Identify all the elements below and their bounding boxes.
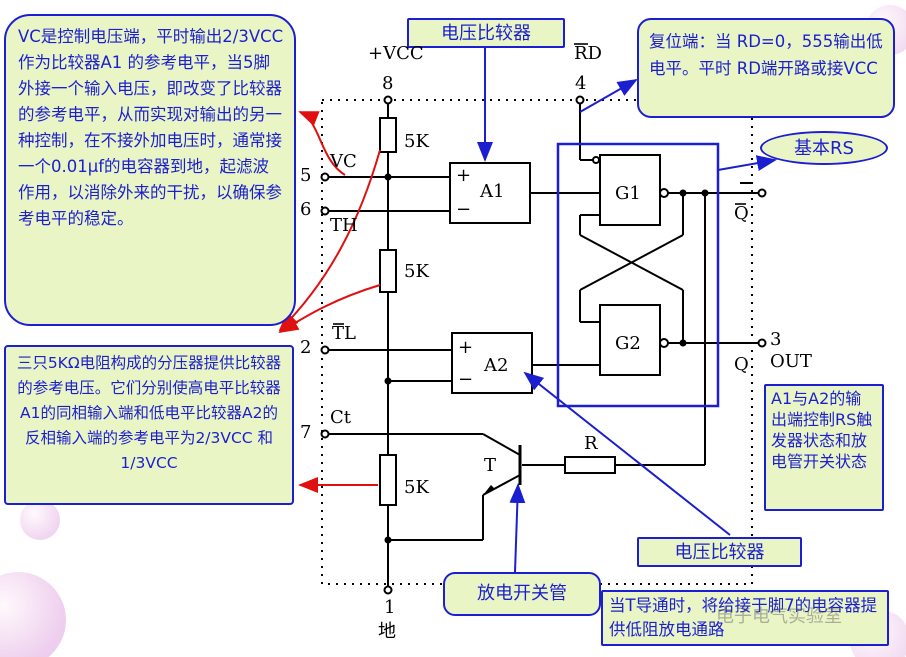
divider-note: 三只5KΩ电阻构成的分压器提供比较器的参考电压。它们分别使高电平比较器A1的同相… [4, 345, 294, 505]
label-vc: VC [330, 151, 357, 172]
label-vcc: +VCC [368, 43, 424, 64]
label-r2: 5K [404, 261, 429, 282]
circuit-wires [325, 100, 762, 590]
divider-note-text: 三只5KΩ电阻构成的分压器提供比较器的参考电压。它们分别使高电平比较器A1的同相… [16, 354, 282, 472]
discharge-note-text: 当T导通时，将给接于脚7的电容器提供低阻放电通路 [609, 596, 878, 639]
gate-g2-bubble [659, 338, 669, 348]
label-minus-a2: − [458, 369, 474, 390]
label-r: R [584, 433, 598, 454]
label-q: Q [734, 354, 749, 375]
label-ct: Ct [330, 407, 352, 428]
discharge-label-text: 放电开关管 [477, 583, 567, 604]
label-a1: A1 [480, 181, 505, 202]
label-pin1: 1 [384, 597, 396, 618]
basic-rs-label-text: 基本RS [794, 138, 854, 159]
label-gnd: 地 [378, 621, 396, 642]
gate-g1-bubble [659, 188, 669, 198]
vc-control-note-text: VC是控制电压端，平时输出2/3VCC作为比较器A1 的参考电平，当5脚外接一个… [18, 27, 284, 228]
resistor-r2 [379, 249, 397, 293]
resistor-r1 [379, 117, 397, 153]
watermark: 电子电气实验室 [716, 606, 842, 627]
label-pin4: 4 [575, 73, 587, 94]
label-plus-a2: + [458, 337, 474, 358]
red-arrow-divider-2 [278, 284, 381, 334]
basic-rs-label: 基本RS [760, 131, 888, 165]
label-r1: 5K [404, 131, 429, 152]
rd-bubble [592, 156, 600, 164]
label-t: T [484, 455, 497, 476]
label-g2: G2 [615, 333, 641, 354]
label-g1: G1 [615, 183, 641, 204]
pointer-reset [579, 79, 638, 113]
bottom-comparator-label: 电压比较器 [637, 537, 802, 567]
label-pin5: 5 [300, 165, 312, 186]
label-minus-a1: − [456, 199, 472, 220]
label-r3: 5K [404, 477, 429, 498]
resistors [379, 117, 616, 506]
comparator-a1-box [449, 162, 531, 224]
label-pin2: 2 [300, 337, 312, 358]
junction-dots [384, 173, 709, 544]
label-tl: TL [332, 323, 356, 344]
outputs-note-text: A1与A2的输出端控制RS触发器状态和放电管开关状态 [771, 389, 873, 471]
label-plus-a1: + [456, 165, 472, 186]
top-comparator-label: 电压比较器 [407, 18, 565, 48]
red-arrow-vc [298, 111, 346, 176]
label-pin7: 7 [300, 422, 312, 443]
reset-note: 复位端：当 RD=0，555输出低电平。平时 RD端开路或接VCC [637, 18, 895, 118]
pointer-bottom-comparator [523, 371, 731, 536]
label-rd: RD [574, 43, 602, 64]
resistor-r3 [379, 454, 397, 506]
label-qbar: Q [734, 203, 749, 224]
label-a2: A2 [484, 355, 509, 376]
label-pin8: 8 [382, 73, 394, 94]
bottom-comparator-label-text: 电压比较器 [674, 542, 765, 563]
resistor-r [564, 456, 616, 474]
gate-g1-box [599, 154, 661, 226]
label-pin6: 6 [300, 199, 312, 220]
emitter-arrow [483, 485, 495, 495]
label-pin3: 3 [770, 329, 782, 350]
discharge-label: 放电开关管 [443, 572, 601, 616]
red-arrow-divider-1 [278, 149, 381, 332]
label-out: OUT [770, 351, 812, 372]
label-th: TH [330, 215, 358, 236]
vc-control-note: VC是控制电压端，平时输出2/3VCC作为比较器A1 的参考电平，当5脚外接一个… [4, 14, 296, 326]
discharge-note: 当T导通时，将给接于脚7的电容器提供低阻放电通路 [601, 590, 889, 646]
outputs-note: A1与A2的输出端控制RS触发器状态和放电管开关状态 [764, 384, 884, 511]
rs-flipflop-highlight [556, 142, 720, 408]
pointer-rs [717, 155, 777, 171]
reset-note-text: 复位端：当 RD=0，555输出低电平。平时 RD端开路或接VCC [649, 32, 883, 78]
comparator-a2-box [451, 332, 533, 394]
pointer-discharge [509, 483, 526, 573]
top-comparator-label-text: 电压比较器 [441, 23, 531, 44]
pin-terminals [320, 95, 767, 595]
